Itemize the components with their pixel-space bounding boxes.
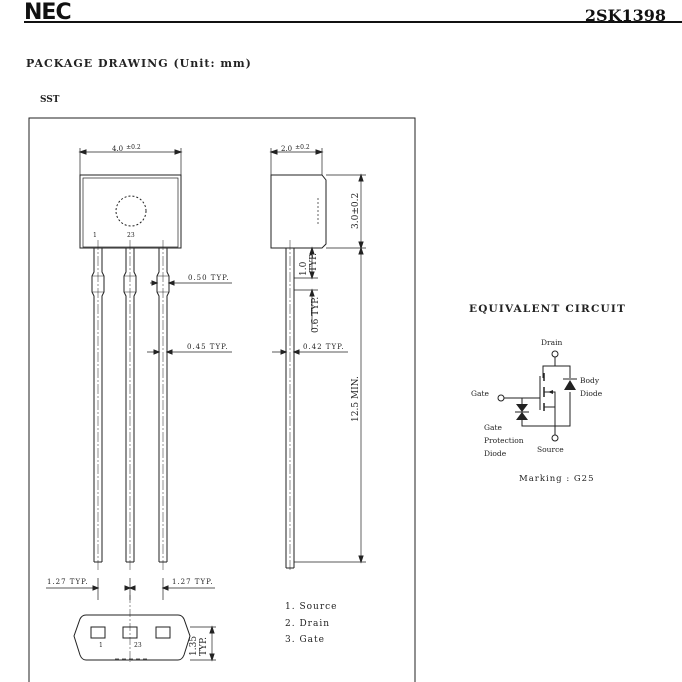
svg-text:4.0±0.2: 4.0±0.2 bbox=[112, 144, 141, 153]
drain-terminal bbox=[551, 350, 559, 358]
pin-list-item-source: 1. Source bbox=[285, 602, 338, 612]
bottom-view-body bbox=[73, 614, 191, 661]
source-terminal bbox=[551, 434, 559, 442]
circuit-label-gpd-gate: Gate bbox=[484, 423, 502, 432]
gate-terminal bbox=[497, 394, 505, 402]
shoulder-dim-label: 1.0 bbox=[299, 261, 309, 276]
circuit-title: EQUIVALENT CIRCUIT bbox=[469, 303, 626, 315]
circuit-label-gpd-protection: Protection bbox=[484, 436, 524, 445]
lead-width-upper-label: 0.50 TYP. bbox=[188, 274, 230, 282]
bottom-pin-label-23: 23 bbox=[134, 642, 142, 649]
circuit-label-drain: Drain bbox=[541, 338, 562, 347]
circuit-label-gate: Gate bbox=[471, 389, 489, 398]
gate-marker-circle bbox=[115, 195, 147, 227]
lead-length-label: 12.5 MIN. bbox=[351, 376, 361, 422]
lead-thickness-label: 0.42 TYP. bbox=[303, 343, 345, 351]
bottom-typ-label: TYP. bbox=[199, 637, 209, 656]
front-body-inner bbox=[82, 177, 179, 248]
part-number: 2SK1398 bbox=[584, 6, 666, 25]
circuit-label-body: Body bbox=[580, 376, 600, 385]
bottom-pad-3 bbox=[155, 626, 171, 639]
header-rule bbox=[24, 21, 682, 23]
lead-seg-label: 0.6 TYP. bbox=[311, 297, 321, 333]
thickness-dim-label: 2.0 bbox=[281, 145, 292, 153]
shoulder-typ-label: TYP. bbox=[309, 253, 319, 272]
front-body-outer bbox=[79, 174, 182, 249]
pin-list-item-drain: 2. Drain bbox=[285, 619, 330, 629]
package-name: SST bbox=[40, 95, 60, 105]
circuit-label-body-diode: Diode bbox=[580, 389, 603, 398]
nec-logo: NEC bbox=[24, 0, 72, 25]
width-dim-line bbox=[79, 148, 182, 175]
bottom-pad-1 bbox=[90, 626, 106, 639]
marking-label: Marking : G25 bbox=[519, 474, 595, 484]
body-diode-symbol bbox=[564, 380, 576, 390]
bottom-pin-label-1: 1 bbox=[99, 642, 103, 649]
pin-list-item-gate: 3. Gate bbox=[285, 635, 325, 645]
bottom-height-label: 1.35 bbox=[189, 636, 199, 656]
lead-width-lower-label: 0.45 TYP. bbox=[187, 343, 229, 351]
circuit-label-source: Source bbox=[537, 445, 564, 454]
circuit-label-gpd-diode: Diode bbox=[484, 449, 507, 458]
svg-text:2.0±0.2: 2.0±0.2 bbox=[281, 144, 310, 153]
equivalent-circuit bbox=[497, 350, 571, 442]
drawing-frame bbox=[28, 117, 416, 682]
width-dim-tol: ±0.2 bbox=[126, 144, 141, 151]
section-title: PACKAGE DRAWING (Unit: mm) bbox=[26, 57, 252, 70]
width-dim-label: 4.0 bbox=[112, 145, 123, 153]
front-pin-label-23: 23 bbox=[127, 232, 135, 239]
height-dim-label: 3.0±0.2 bbox=[351, 193, 361, 229]
pitch-right-label: 1.27 TYP. bbox=[172, 578, 214, 586]
thickness-dim-tol: ±0.2 bbox=[295, 144, 310, 151]
pitch-left-label: 1.27 TYP. bbox=[47, 578, 89, 586]
front-pin-label-1: 1 bbox=[93, 232, 97, 239]
